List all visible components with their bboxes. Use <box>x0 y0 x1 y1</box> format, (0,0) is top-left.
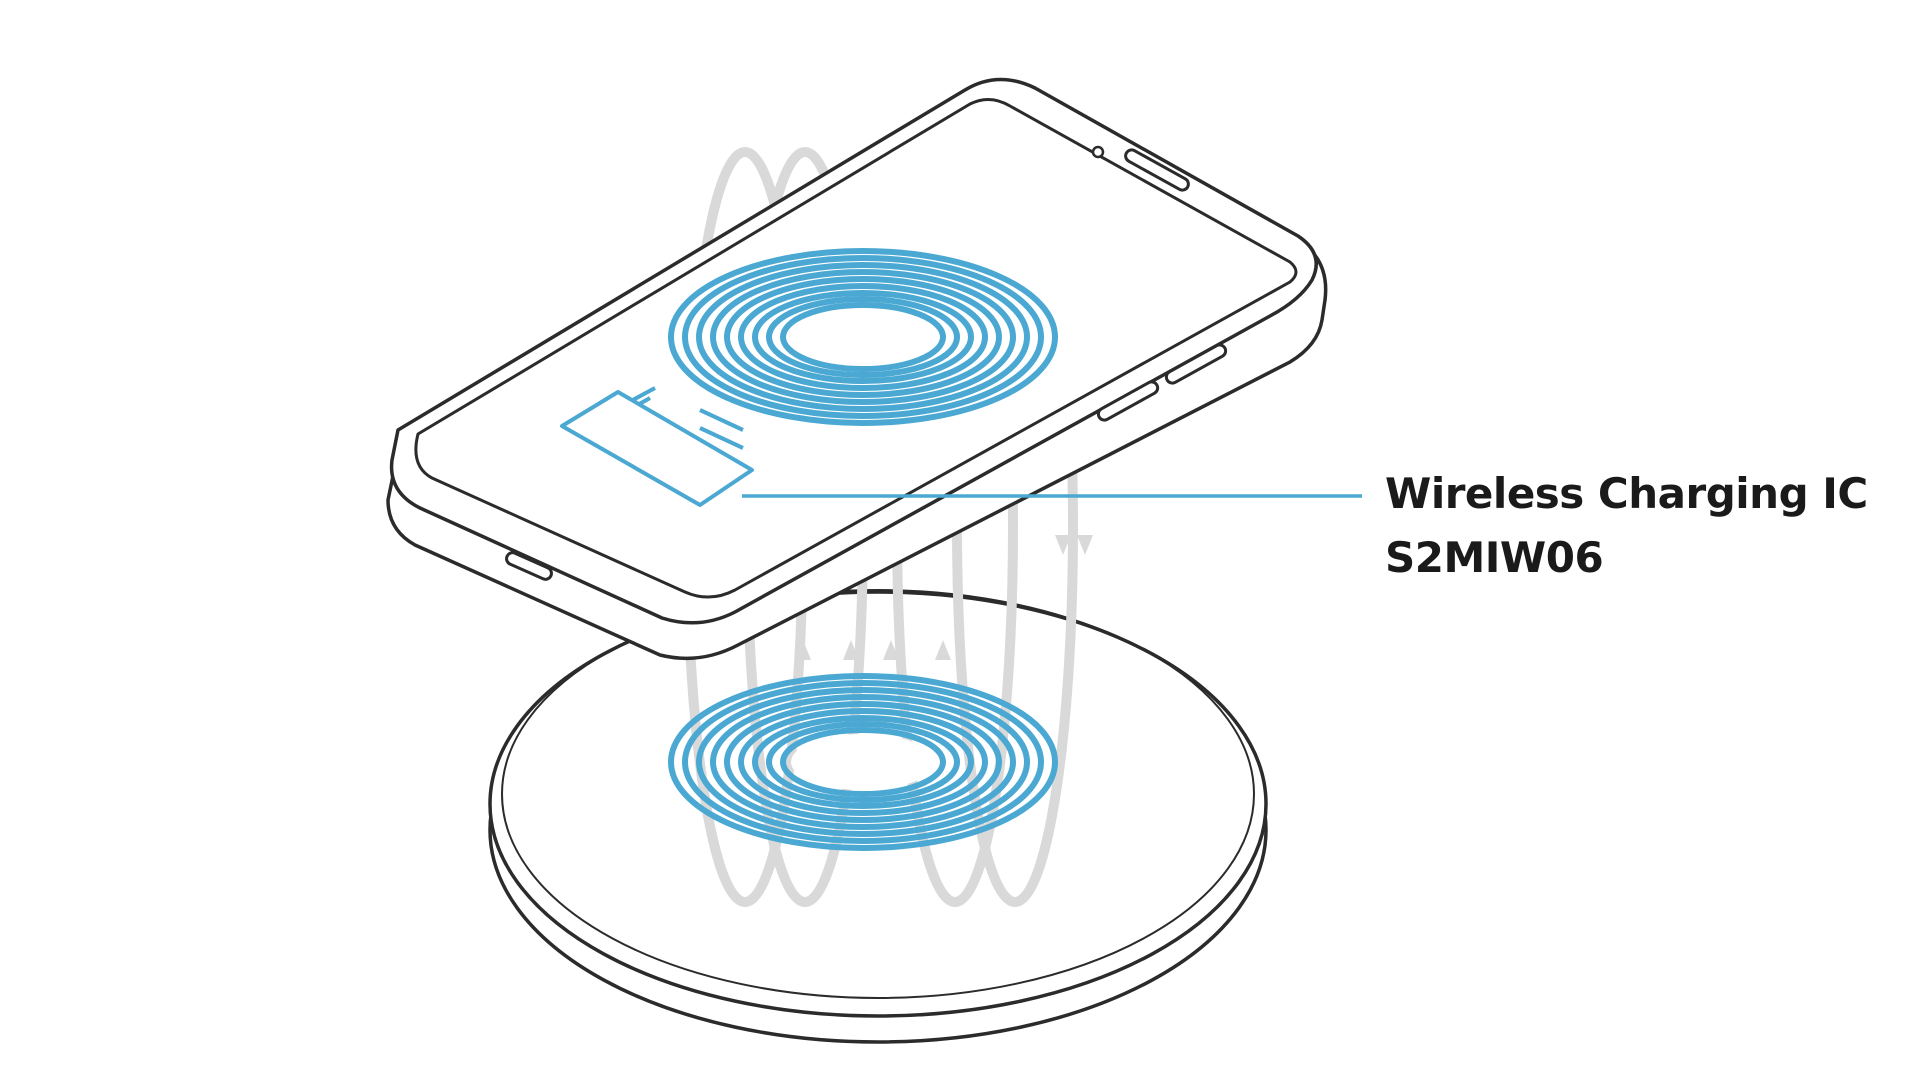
volume-button-icon-2 <box>1164 343 1228 385</box>
charging-ic-chip-icon <box>560 386 754 507</box>
charging-pad-icon <box>488 589 1268 1044</box>
usb-port-icon <box>505 551 553 581</box>
front-camera-icon <box>1091 145 1105 159</box>
transmitter-coil-icon <box>668 673 1058 851</box>
callout-label: Wireless Charging IC S2MIW06 <box>1385 462 1868 590</box>
callout-part-number: S2MIW06 <box>1385 533 1604 582</box>
volume-button-icon <box>1096 380 1160 422</box>
callout-title: Wireless Charging IC <box>1385 469 1868 518</box>
receiver-coil-icon <box>668 248 1058 426</box>
speaker-icon <box>1124 148 1190 192</box>
